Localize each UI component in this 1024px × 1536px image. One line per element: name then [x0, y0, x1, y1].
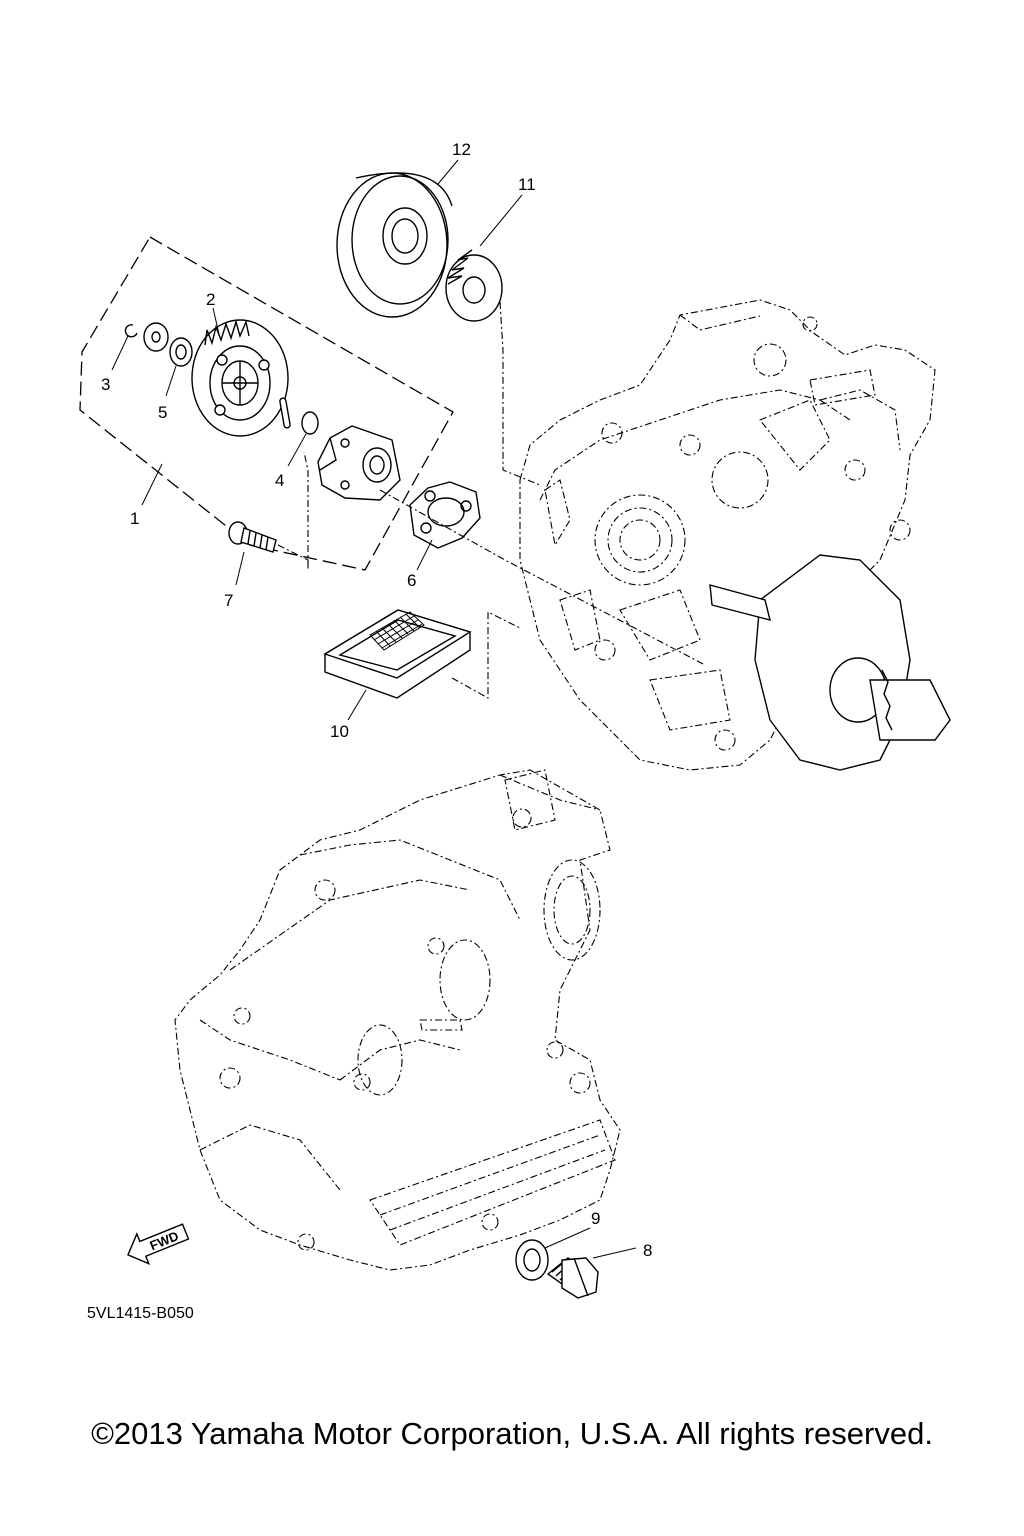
- part-6-gasket: [409, 481, 481, 549]
- callout-8: 8: [643, 1241, 652, 1260]
- part-12-cover: [336, 172, 453, 318]
- crankshaft: [709, 554, 951, 771]
- fwd-arrow-icon: FWD: [127, 1223, 190, 1265]
- part-dowel-pin: [279, 397, 291, 429]
- diagram-code: 5VL1415-B050: [87, 1305, 194, 1322]
- part-3-circlip: [124, 324, 138, 338]
- callout-3: 3: [101, 375, 110, 394]
- callout-12: 12: [452, 140, 471, 159]
- part-10-oil-strainer: [323, 609, 472, 699]
- part-8-drain-bolt: [546, 1257, 599, 1299]
- crankcase-right-half: [519, 299, 936, 771]
- part-7-bolt: [228, 521, 277, 553]
- callout-11: 11: [518, 175, 536, 194]
- part-9-washer: [515, 1239, 549, 1281]
- callout-10: 10: [330, 722, 349, 741]
- callout-6: 6: [407, 571, 416, 590]
- callout-5: 5: [158, 403, 167, 422]
- callout-2: 2: [206, 290, 215, 309]
- part-2-pump-gear: [191, 319, 289, 437]
- part-washer: [143, 322, 169, 352]
- part-11-spring-plate: [445, 249, 503, 322]
- part-4-o-ring: [301, 411, 319, 435]
- copyright-notice: ©2013 Yamaha Motor Corporation, U.S.A. A…: [91, 1416, 933, 1451]
- callout-7: 7: [224, 591, 233, 610]
- crankcase-left-half: [174, 769, 621, 1271]
- strainer-mesh: [369, 611, 425, 651]
- callout-1: 1: [130, 509, 139, 528]
- part-5-washer: [169, 337, 193, 367]
- part-oil-pump-housing: [317, 425, 401, 501]
- callout-9: 9: [591, 1209, 600, 1228]
- callout-4: 4: [275, 471, 284, 490]
